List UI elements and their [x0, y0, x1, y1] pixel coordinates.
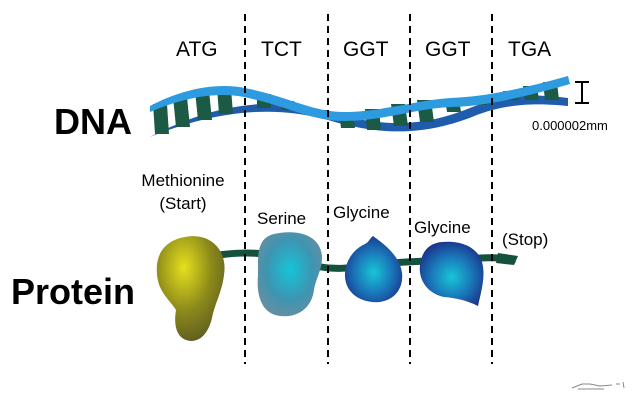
base-pair-3	[195, 91, 212, 120]
base-pair-2	[173, 97, 190, 127]
amino-acid-label-glycine-2: Glycine	[414, 218, 471, 237]
dna-title: DNA	[54, 101, 132, 142]
protein-title: Protein	[11, 271, 136, 312]
glycine-residue-1	[344, 236, 403, 303]
glycine-residue-2	[419, 241, 484, 306]
dna-front-strand	[150, 76, 570, 121]
codon-label-atg: ATG	[176, 38, 218, 61]
amino-acid-label-stop: (Stop)	[502, 230, 549, 249]
amino-acid-label-serine: Serine	[257, 209, 307, 228]
amino-acid-label-glycine-1: Glycine	[333, 203, 390, 222]
protein-end-cap	[496, 253, 518, 265]
scale-label: 0.000002mm	[532, 118, 608, 133]
scale-bar	[575, 81, 589, 104]
codon-label-ggt-1: GGT	[343, 38, 389, 61]
codon-dividers	[244, 14, 493, 364]
dna-helix	[150, 76, 570, 137]
base-pair-1	[153, 104, 169, 134]
codon-label-ggt-2: GGT	[425, 38, 471, 61]
serine-residue	[257, 232, 322, 317]
methionine-name: Methionine	[141, 171, 225, 190]
methionine-residue	[156, 236, 225, 341]
codon-label-tga: TGA	[508, 38, 552, 61]
signature-mark	[571, 381, 625, 390]
methionine-note: (Start)	[159, 193, 207, 213]
dna-back-strand	[150, 95, 568, 137]
codon-label-tct: TCT	[261, 38, 302, 61]
amino-acid-label-methionine: Methionine (Start)	[124, 170, 242, 216]
